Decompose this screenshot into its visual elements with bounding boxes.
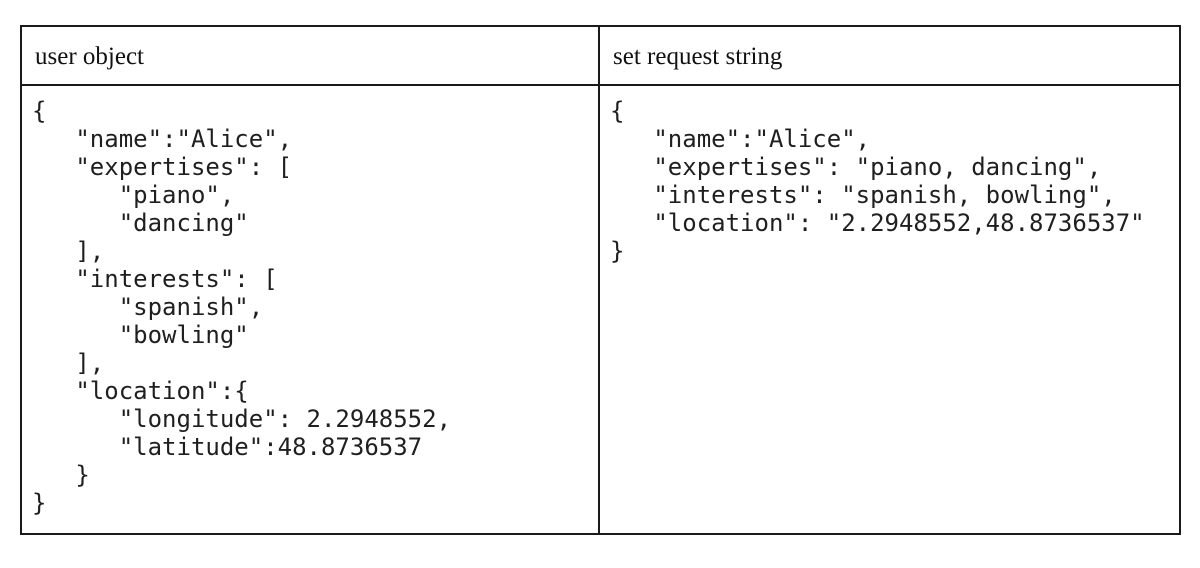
column-header-user-object-label: user object	[35, 43, 144, 70]
set-request-string-code-cell: { "name":"Alice", "expertises": "piano, …	[600, 86, 1179, 533]
comparison-table: user object set request string { "name":…	[20, 25, 1181, 535]
column-header-user-object: user object	[22, 27, 600, 86]
column-header-set-request-string-label: set request string	[613, 43, 783, 70]
user-object-json-code: { "name":"Alice", "expertises": [ "piano…	[32, 97, 452, 517]
user-object-code-cell: { "name":"Alice", "expertises": [ "piano…	[22, 86, 600, 533]
set-request-string-json-code: { "name":"Alice", "expertises": "piano, …	[610, 97, 1145, 265]
column-header-set-request-string: set request string	[600, 27, 1179, 86]
